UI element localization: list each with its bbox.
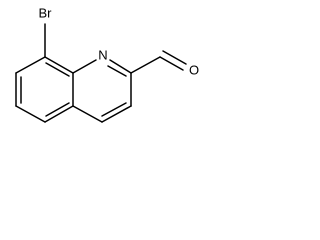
nitrogen-label: N	[98, 47, 107, 62]
bond-n1-c2-inner	[107, 65, 127, 77]
bond-c2-cho	[130, 56, 161, 74]
bond-c8a-c8-inner	[45, 62, 70, 77]
bond-n1-c2	[109, 59, 132, 74]
bond-c5-c4a-inner	[45, 102, 70, 117]
bond-c4-c4a	[72, 105, 103, 123]
bond-c3-c4-inner	[101, 102, 127, 117]
atom-labels: Br N O	[39, 5, 200, 77]
bromine-label: Br	[39, 5, 53, 20]
bond-c8a-n1	[72, 59, 97, 74]
bond-cho-o	[159, 56, 184, 71]
bond-c8-c7	[15, 56, 46, 74]
bond-cho-o-inner	[162, 50, 187, 65]
bond-c8a-c8	[44, 56, 74, 74]
structure-diagram: Br N O	[15, 5, 200, 123]
oxygen-label: O	[189, 62, 199, 77]
bond-c3-c4	[101, 105, 132, 123]
bonds	[15, 23, 187, 123]
bond-c6-c5	[15, 105, 46, 123]
bond-c5-c4a	[44, 105, 74, 123]
